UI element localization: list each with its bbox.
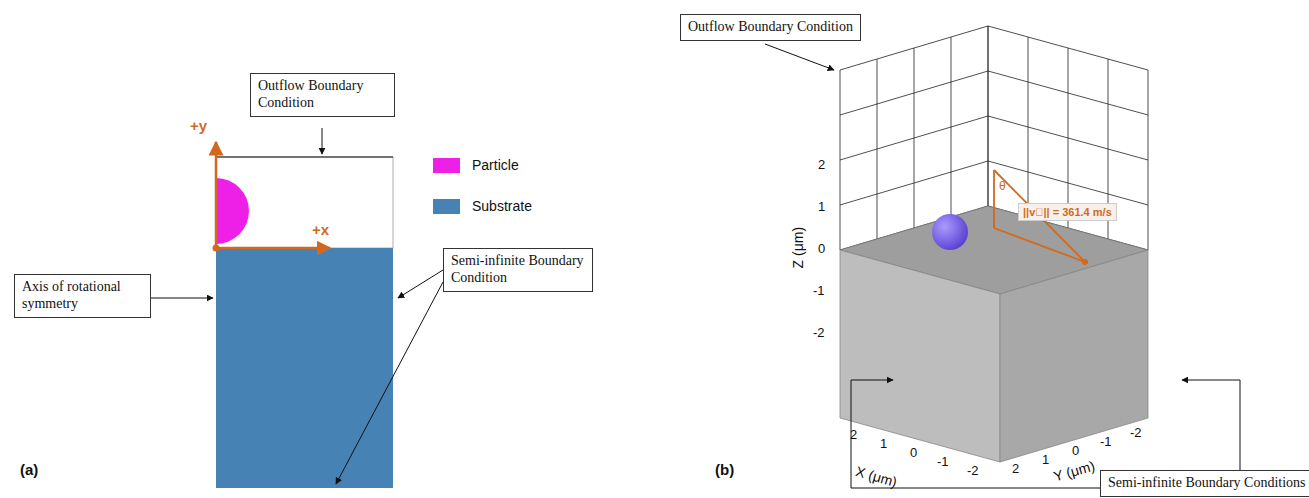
substrate — [216, 248, 393, 488]
callout-box: Outflow Boundary Condition — [250, 73, 395, 117]
tick-label: 0 — [1072, 444, 1079, 458]
panel-b — [765, 26, 1240, 488]
panel-label: (a) — [20, 462, 38, 479]
axis-title: Z (μm) — [791, 227, 806, 269]
axis-title: Y (μm) — [1052, 458, 1097, 484]
callout-box: Outflow Boundary Condition — [680, 14, 861, 41]
tick-label: 2 — [850, 428, 857, 442]
panel-a — [151, 128, 443, 488]
particle-sphere — [932, 214, 968, 250]
outflow-boundary — [216, 156, 393, 157]
y-axis-arrow — [215, 142, 218, 248]
callout-text: Outflow Boundary Condition — [688, 19, 853, 36]
legend-item: Substrate — [433, 198, 532, 214]
angle-symbol: θ — [999, 180, 1006, 193]
tick-label: 1 — [1042, 453, 1049, 467]
particle — [216, 178, 249, 244]
velocity-label: ||v⃗|| = 361.4 m/s — [1018, 203, 1117, 221]
leader-arrow — [322, 128, 323, 154]
velocity-component — [994, 228, 1085, 262]
callout-box: Semi-infinite Boundary Condition — [443, 248, 593, 292]
velocity-component — [993, 170, 995, 228]
callout-text: Semi-infinite Boundary Conditions — [1108, 475, 1306, 492]
tick-label: -1 — [937, 455, 949, 469]
tick-label: -2 — [967, 464, 979, 478]
tick-label: -1 — [813, 284, 825, 298]
callout-box: Axis of rotational symmetry — [14, 274, 151, 318]
tick-label: 1 — [880, 437, 887, 451]
vector-tip — [1082, 259, 1088, 265]
tick-label: 0 — [910, 446, 917, 460]
leader-arrow — [765, 44, 834, 70]
axis-label: +y — [190, 118, 207, 135]
axis-title: X (μm) — [854, 464, 899, 490]
tick-label: -2 — [1130, 426, 1142, 440]
callout-text: Outflow Boundary Condition — [258, 78, 387, 112]
legend-text: Substrate — [472, 198, 532, 214]
callout-text: Semi-infinite Boundary Condition — [451, 253, 585, 287]
tick-label: 2 — [818, 158, 825, 172]
tick-label: 0 — [818, 242, 825, 256]
axis-label: +x — [312, 222, 329, 239]
outflow-grid — [840, 26, 1148, 250]
panel-label: (b) — [715, 462, 734, 479]
tick-label: 1 — [818, 200, 825, 214]
tick-label: -1 — [1100, 435, 1112, 449]
callout-box: Semi-infinite Boundary Conditions — [1100, 470, 1309, 497]
leader-arrow — [151, 298, 213, 299]
x-axis-arrow — [216, 247, 330, 250]
legend-item: Particle — [433, 157, 519, 173]
legend-text: Particle — [472, 157, 519, 173]
legend-swatch — [433, 199, 460, 214]
callout-text: Axis of rotational symmetry — [22, 279, 143, 313]
origin-dot — [213, 245, 220, 252]
legend-swatch — [433, 158, 460, 173]
substrate-left — [840, 250, 1000, 462]
fluid-domain — [216, 157, 393, 248]
leader-arrow — [336, 282, 443, 484]
tick-label: 2 — [1012, 462, 1019, 476]
substrate-right — [1000, 250, 1148, 462]
leader-arrow — [1182, 380, 1240, 477]
tick-label: -2 — [813, 326, 825, 340]
